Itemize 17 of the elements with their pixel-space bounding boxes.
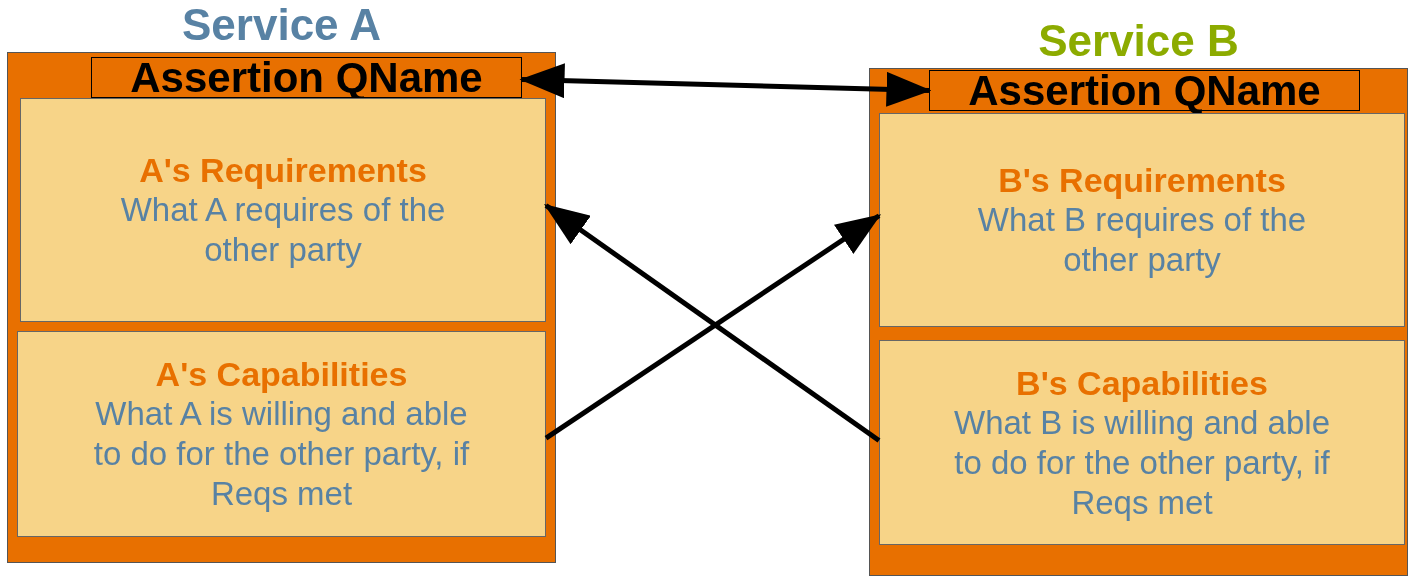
card-description: What A requires of the other party xyxy=(119,190,447,270)
content-card xyxy=(879,113,1405,327)
card-heading: A's Requirements xyxy=(139,150,427,190)
arrow xyxy=(519,63,932,107)
content-card xyxy=(17,331,546,537)
card-description: What A is willing and able to do for the other party, if Reqs met xyxy=(92,394,471,514)
card-heading: B's Requirements xyxy=(998,160,1286,200)
assertion-name-box: Assertion QName xyxy=(929,70,1360,111)
service-title: Service B xyxy=(1037,18,1240,64)
card-description: What B requires of the other party xyxy=(977,200,1307,280)
card-description: What B is willing and able to do for the other party, if Reqs met xyxy=(953,402,1331,523)
content-card xyxy=(20,98,546,322)
assertion-name-box: Assertion QName xyxy=(91,57,522,98)
card-heading: B's Capabilities xyxy=(1016,362,1268,403)
card-heading: A's Capabilities xyxy=(155,354,408,394)
content-card xyxy=(879,340,1405,545)
service-title: Service A xyxy=(181,2,382,48)
